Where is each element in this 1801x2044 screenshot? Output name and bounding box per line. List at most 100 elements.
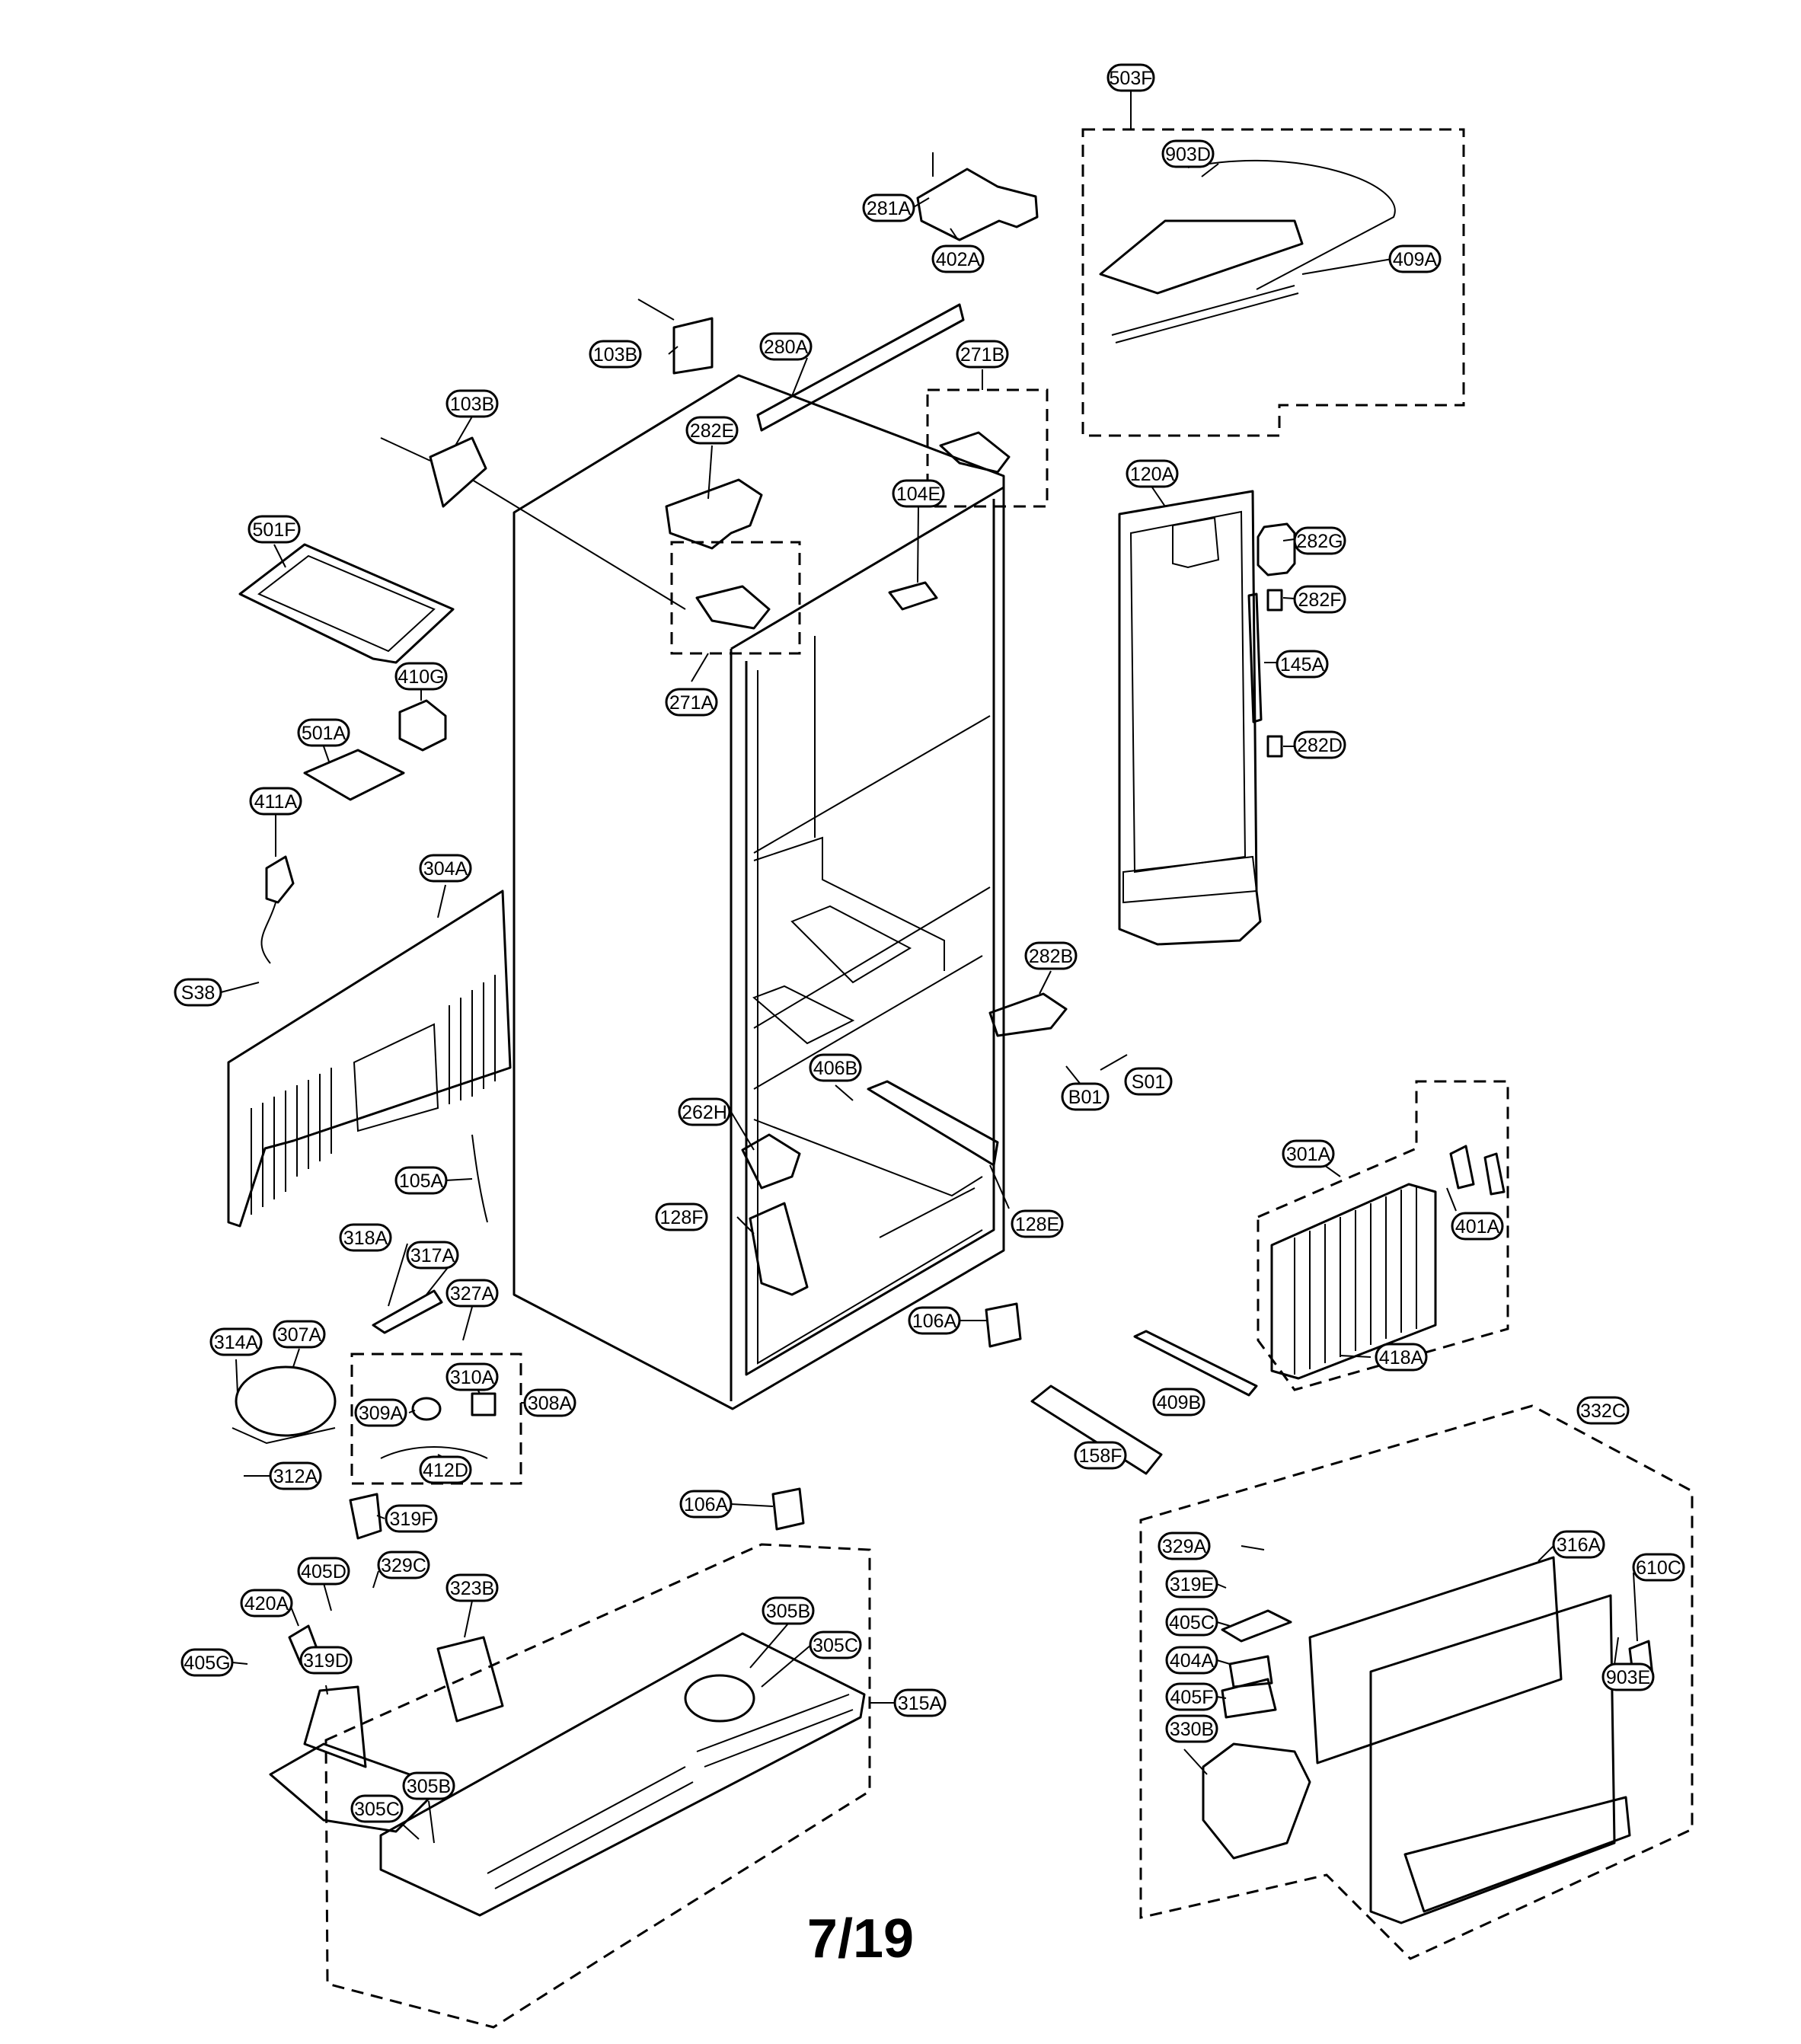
part-label-text: 106A — [912, 1311, 957, 1332]
part-label-text: S01 — [1132, 1072, 1165, 1093]
part-label-104E: 104E — [892, 479, 945, 508]
part-label-text: 412D — [423, 1460, 468, 1481]
part-label-text: 271B — [960, 344, 1004, 366]
part-label-text: S38 — [181, 982, 215, 1004]
part-label-282D: 282D — [1293, 730, 1346, 759]
part-label-text: 409A — [1393, 249, 1438, 270]
part-label-text: 309A — [359, 1403, 404, 1424]
part-label-501A: 501A — [297, 718, 350, 747]
part-label-text: 314A — [214, 1332, 259, 1353]
part-label-text: 319F — [390, 1509, 433, 1530]
part-label-317A: 317A — [406, 1241, 459, 1270]
part-label-text: 903D — [1165, 144, 1211, 165]
part-label-332C: 332C — [1576, 1396, 1630, 1425]
group-boxes — [324, 90, 1694, 2029]
part-label-304A: 304A — [419, 854, 472, 883]
leader-lines — [220, 163, 1638, 1844]
part-label-text: 305B — [766, 1601, 810, 1622]
part-label-text: 411A — [254, 791, 298, 813]
part-label-280A: 280A — [759, 332, 813, 361]
part-label-120A: 120A — [1126, 459, 1179, 488]
part-label-text: 310A — [450, 1367, 495, 1388]
part-label-text: 104E — [896, 484, 940, 505]
part-label-text: 323B — [450, 1578, 494, 1599]
part-label-329A: 329A — [1158, 1531, 1211, 1560]
part-label-282G: 282G — [1293, 526, 1346, 555]
part-label-text: 501F — [253, 519, 296, 541]
part-label-text: 332C — [1580, 1400, 1626, 1422]
part-label-404A: 404A — [1165, 1646, 1218, 1675]
part-label-text: 106A — [684, 1494, 729, 1515]
part-label-text: 103B — [450, 394, 494, 415]
part-label-text: 262H — [682, 1102, 727, 1123]
part-label-text: 405D — [301, 1561, 346, 1583]
part-label-text: 282G — [1296, 531, 1343, 552]
part-label-text: 409B — [1157, 1392, 1201, 1413]
part-label-text: 330B — [1170, 1719, 1214, 1740]
part-label-text: 305C — [354, 1799, 400, 1820]
part-label-903D: 903D — [1161, 139, 1215, 168]
part-label-405D: 405D — [297, 1557, 350, 1586]
part-label-106A-lower: 106A — [679, 1490, 733, 1519]
part-label-319D: 319D — [299, 1646, 353, 1675]
part-label-310A: 310A — [445, 1362, 499, 1391]
part-label-281A: 281A — [862, 193, 915, 222]
part-label-271A: 271A — [665, 688, 718, 717]
part-label-305C-left: 305C — [350, 1794, 404, 1823]
part-label-405F: 405F — [1165, 1682, 1218, 1711]
part-label-318A: 318A — [339, 1223, 392, 1252]
part-label-271B: 271B — [956, 340, 1009, 369]
part-label-308A: 308A — [523, 1388, 576, 1417]
page-number-label: 7/19 — [807, 1908, 914, 1969]
part-label-text: 319D — [303, 1650, 349, 1672]
part-label-314A: 314A — [209, 1327, 263, 1356]
part-label-319F: 319F — [385, 1504, 438, 1533]
part-label-text: 128E — [1015, 1214, 1059, 1235]
part-label-text: 316A — [1557, 1535, 1601, 1556]
part-label-S01: S01 — [1124, 1067, 1173, 1096]
part-label-text: 503F — [1110, 68, 1153, 89]
part-label-103B-top: 103B — [589, 340, 642, 369]
part-label-418A: 418A — [1375, 1343, 1428, 1372]
part-label-158F: 158F — [1074, 1441, 1127, 1470]
part-label-903E: 903E — [1601, 1662, 1655, 1691]
part-label-text: 105A — [399, 1171, 444, 1192]
part-label-text: 315A — [898, 1693, 943, 1714]
part-label-text: 405G — [184, 1653, 230, 1674]
part-label-315A: 315A — [893, 1688, 947, 1717]
part-label-text: 271A — [669, 692, 714, 714]
refrigerator-cabinet — [513, 303, 1005, 1410]
part-label-411A: 411A — [249, 787, 302, 816]
part-label-323B: 323B — [445, 1573, 499, 1602]
part-label-103B-left: 103B — [445, 389, 499, 418]
part-label-312A: 312A — [269, 1461, 322, 1490]
part-label-329C: 329C — [377, 1551, 430, 1579]
part-label-text: 610C — [1636, 1557, 1681, 1579]
part-label-402A: 402A — [931, 244, 985, 273]
part-label-text: 305C — [813, 1635, 858, 1656]
part-label-text: B01 — [1068, 1087, 1102, 1108]
part-label-text: 120A — [1130, 464, 1175, 485]
part-label-text: 282E — [690, 420, 734, 442]
part-label-501F: 501F — [247, 515, 301, 544]
part-label-406B: 406B — [809, 1053, 862, 1082]
part-label-105A: 105A — [394, 1166, 448, 1195]
part-label-305B-right: 305B — [762, 1596, 815, 1625]
part-label-316A: 316A — [1552, 1530, 1605, 1559]
part-label-text: 145A — [1280, 654, 1325, 675]
part-label-410G: 410G — [394, 662, 448, 691]
part-label-128F: 128F — [655, 1202, 708, 1231]
part-label-text: 128F — [660, 1207, 704, 1228]
part-label-text: 327A — [450, 1283, 495, 1305]
part-label-text: 319E — [1170, 1574, 1214, 1595]
part-label-301A: 301A — [1282, 1139, 1335, 1168]
part-label-262H: 262H — [678, 1097, 731, 1126]
part-label-412D: 412D — [419, 1455, 472, 1484]
part-label-330B: 330B — [1165, 1714, 1218, 1743]
part-label-327A: 327A — [445, 1279, 499, 1308]
part-label-282E: 282E — [685, 416, 739, 445]
part-sketches — [227, 152, 1654, 1924]
part-label-text: 401A — [1455, 1216, 1500, 1238]
part-label-106A-upper: 106A — [908, 1306, 961, 1335]
